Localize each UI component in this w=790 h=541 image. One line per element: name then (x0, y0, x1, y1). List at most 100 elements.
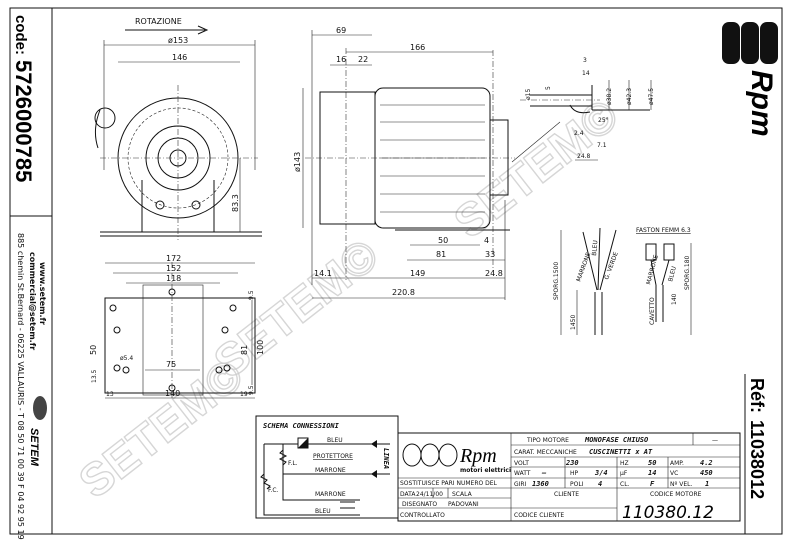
carat-label: CARAT. MECCANICHE (514, 449, 577, 456)
wire-verde-left: G. VERDE (603, 251, 620, 281)
dim-2-4: 2.4 (574, 130, 584, 137)
wire-bleu-left: BLEU (591, 240, 599, 256)
dim-angle-25: 25° (598, 117, 609, 124)
dim-4: 4 (484, 236, 489, 245)
rpm-brand-logo: Rpm motori elettrici (402, 443, 511, 474)
cl-label: CL. (620, 481, 630, 488)
dim-100: 100 (256, 340, 265, 355)
email: commercial@setem.fr (28, 252, 37, 350)
dim-d47-5: ø47.5 (648, 88, 655, 105)
len-1450: 1450 (570, 315, 577, 330)
hz-value: 50 (648, 459, 656, 467)
dim-14: 14 (582, 70, 590, 77)
dim-50: 50 (438, 236, 448, 245)
hp-label: HP (570, 470, 579, 477)
dim-d15: ø15 (525, 89, 532, 100)
label-marrone-1: MARRONE (315, 467, 346, 474)
wire-marrone-left: MARRONE (575, 251, 592, 282)
data-value: 24/11/00 (416, 491, 443, 498)
rotation-label: ROTAZIONE (135, 17, 182, 26)
code-label: code: (12, 15, 29, 55)
dim-33: 33 (485, 250, 495, 259)
dim-19: 19 (240, 391, 248, 398)
data-label: DATA (400, 491, 416, 498)
nvel-label: Nº VEL. (670, 481, 692, 488)
base-plan-view: 172 152 118 75 ø5.4 9.5 100 81 9.5 50 13… (89, 254, 265, 399)
right-sidebar: Rpm Réf: 11038012 (722, 22, 778, 534)
sporg-180: SPORG.180 (684, 255, 691, 290)
dim-3: 3 (583, 57, 587, 64)
address: 885 chemin St.Bernard - 06225 VALLAURIS … (16, 233, 25, 541)
dim-81: 81 (436, 250, 446, 259)
schema-title: SCHEMA CONNESSIONI (263, 422, 340, 430)
vc-label: VC (670, 470, 678, 477)
wiring-schema: SCHEMA CONNESSIONI BLEU PROTETTORE F.L. … (255, 415, 399, 519)
dim-13-5: 13.5 (91, 369, 98, 383)
dim-9-5-bottom: 9.5 (248, 385, 255, 395)
ref-value: 11038012 (747, 420, 767, 499)
dim-69: 69 (336, 26, 346, 35)
dim-d5-4: ø5.4 (120, 355, 133, 362)
cliente-label: CLIENTE (554, 491, 579, 498)
dim-172: 172 (166, 254, 181, 263)
dim-5: 5 (545, 86, 552, 90)
watt-value: — (541, 469, 547, 477)
hz-label: HZ (620, 460, 629, 467)
ref-label: Réf: (747, 378, 767, 413)
cavetto-label: CAVETTO (649, 297, 656, 325)
left-sidebar: code: 5726000785 www.setem.fr commercial… (9, 7, 53, 541)
cl-value: F (650, 480, 655, 488)
tipo-value: MONOFASE CHIUSO (584, 436, 648, 444)
sostituisce-label: SOSTITUISCE PARI NUMERO DEL (400, 480, 498, 487)
dim-50-base: 50 (89, 345, 98, 355)
dim-d143: ø143 (293, 152, 302, 172)
controllato-label: CONTROLLATO (400, 512, 445, 519)
volt-label: VOLT (514, 460, 529, 467)
poli-label: POLI (570, 481, 584, 488)
rpm-logo: Rpm (722, 22, 778, 137)
faston-label: FASTON FEMM 6.3 (636, 227, 691, 234)
dim-75: 75 (166, 360, 176, 369)
volt-value: 230 (565, 459, 579, 467)
codice-motore-value: 110380.12 (622, 503, 714, 523)
dim-166: 166 (410, 43, 425, 52)
label-linea: LINEA (382, 448, 390, 469)
dim-13: 13 (106, 391, 114, 398)
dim-149: 149 (410, 269, 425, 278)
vc-value: 450 (700, 469, 713, 477)
uf-label: µF (620, 470, 628, 477)
setem-logo-text: SETEM (28, 428, 40, 467)
drawing-frame (9, 7, 783, 535)
front-view: ROTAZIONE ø153 146 83.3 (94, 17, 262, 240)
giri-label: GIRI (514, 481, 527, 488)
website: www.setem.fr (38, 262, 47, 325)
label-bleu-top: BLEU (327, 437, 343, 444)
brand-sub: motori elettrici (460, 467, 511, 474)
label-protettore: PROTETTORE (313, 453, 353, 460)
dim-146: 146 (172, 53, 187, 62)
shaft-detail: 3 14 ø15 5 ø38.2 ø42.3 ø47.5 25° 2.4 7.1… (511, 57, 655, 163)
len-140: 140 (671, 293, 678, 305)
giri-value: 1360 (532, 480, 549, 488)
amp-value: 4.2 (700, 459, 713, 467)
carat-value: CUSCINETTI x AT (589, 448, 653, 456)
watermark-text-3: SETEM© (444, 88, 628, 247)
dim-152: 152 (166, 264, 181, 273)
code-value: 5726000785 (11, 60, 36, 182)
disegnato-label: DISEGNATO (402, 501, 437, 508)
poli-value: 4 (598, 480, 602, 488)
setem-logo: SETEM (28, 396, 47, 467)
disegnato-value: PADOVANI (448, 501, 479, 508)
dim-24-8-detail: 24.8 (577, 153, 591, 160)
dim-16: 16 (336, 55, 346, 64)
dim-d38-2: ø38.2 (606, 88, 613, 105)
cables-detail: MARRONE BLEU G. VERDE SPORG.1500 1450 FA… (553, 227, 692, 335)
dim-81-base: 81 (240, 345, 249, 355)
brand-text: Rpm (459, 445, 497, 467)
tipo-extra: — (712, 437, 718, 444)
code-box (9, 7, 53, 217)
hp-value: 3/4 (594, 469, 608, 477)
dim-14-1: 14.1 (314, 269, 332, 278)
dim-9-5-top: 9.5 (248, 290, 255, 300)
